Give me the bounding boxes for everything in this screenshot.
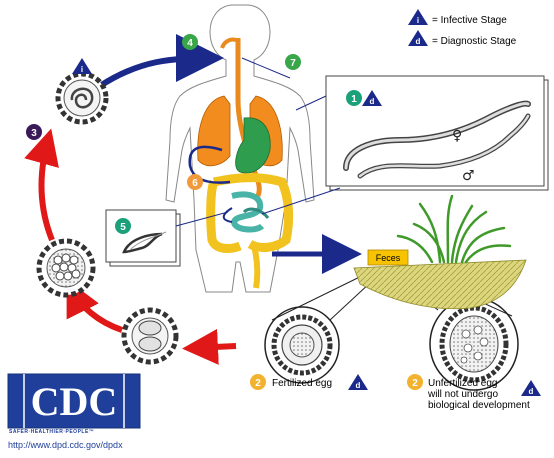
arrow-2cell-to-morula (72, 290, 122, 330)
two-cell-egg (124, 310, 176, 362)
svg-text:i: i (81, 65, 83, 74)
svg-text:6: 6 (192, 178, 198, 189)
svg-text:5: 5 (120, 222, 126, 233)
svg-text:7: 7 (290, 58, 296, 69)
unfertilized-egg-label-line3: biological development (428, 400, 530, 411)
step-marker-3: 3 (26, 124, 42, 140)
diagnostic-stage-icon-unfertilized: d (521, 380, 541, 396)
cdc-logo-text: CDC (31, 379, 118, 424)
unfertilized-egg-label-line1: Unfertilized egg (428, 378, 497, 389)
legend-diagnostic-label: = Diagnostic Stage (432, 36, 517, 47)
legend: i = Infective Stage d = Diagnostic Stage (408, 9, 517, 47)
svg-text:i: i (417, 16, 419, 25)
soil (354, 260, 526, 309)
svg-text:2: 2 (412, 378, 418, 389)
step-marker-1: 1 (346, 90, 362, 106)
morula-egg (39, 241, 93, 295)
step-marker-5: 5 (115, 218, 131, 234)
arrow-egg-to-mouth (100, 58, 212, 86)
step-marker-7: 7 (285, 54, 301, 70)
svg-text:d: d (416, 37, 421, 46)
diagnostic-stage-icon-fertilized: d (348, 374, 368, 390)
svg-text:d: d (356, 381, 361, 390)
grass (398, 196, 510, 262)
svg-text:d: d (370, 97, 375, 106)
arrow-morula-to-embryonated (42, 140, 52, 240)
unfertilized-egg-label-line2: will not undergo (427, 389, 498, 400)
step-marker-6: 6 (187, 174, 203, 190)
svg-text:2: 2 (255, 378, 261, 389)
legend-diagnostic-icon: d (408, 30, 428, 46)
larva-box (106, 210, 180, 266)
infective-stage-icon-egg: i (72, 58, 92, 74)
feces-label: Feces (376, 253, 401, 263)
unfertilized-egg-magnified (430, 298, 518, 390)
fertilized-egg-label: Fertilized egg (272, 378, 332, 389)
legend-infective-icon: i (408, 9, 428, 25)
cdc-tagline: SAFER·HEALTHIER·PEOPLE™ (9, 429, 94, 435)
step-marker-2-unfertilized: 2 (407, 374, 423, 390)
svg-text:d: d (529, 387, 534, 396)
arrow-fertilized-to-2cell (194, 346, 236, 348)
legend-infective-label: = Infective Stage (432, 15, 507, 26)
cdc-logo: CDC (8, 374, 140, 428)
male-symbol: ♂ (462, 168, 475, 184)
embryonated-egg (58, 74, 106, 122)
step-marker-2-fertilized: 2 (250, 374, 266, 390)
cdc-url-link[interactable]: http://www.dpd.cdc.gov/dpdx (8, 440, 123, 450)
svg-text:1: 1 (351, 94, 357, 105)
svg-text:4: 4 (187, 38, 193, 49)
svg-text:3: 3 (31, 128, 37, 139)
step-marker-4: 4 (182, 34, 198, 50)
female-symbol: ♀ (452, 128, 462, 144)
